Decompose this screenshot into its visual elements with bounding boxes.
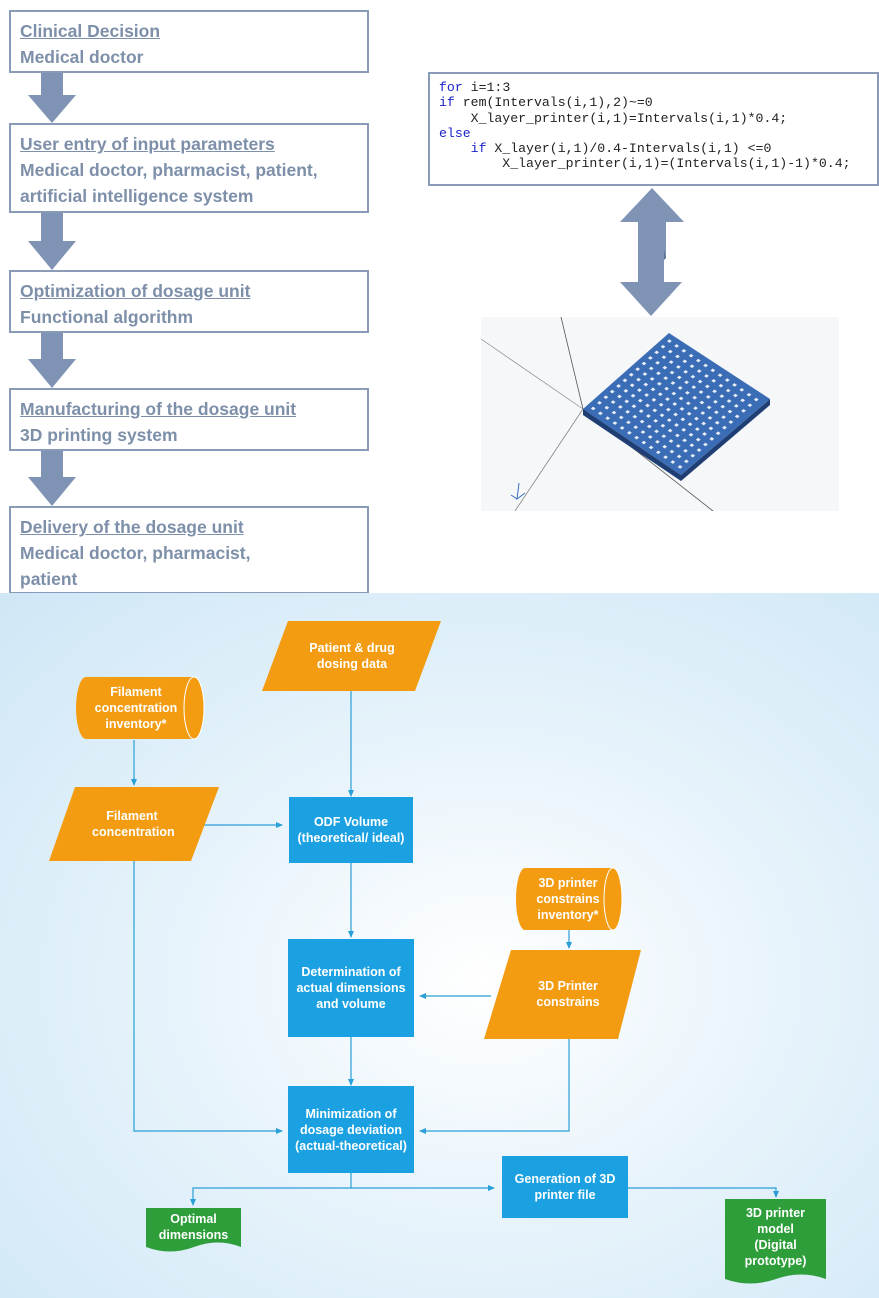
filament-inventory-storage [76,676,205,740]
determination-label: Determination of actual dimensions and v… [296,965,406,1011]
flowchart-shapes [49,621,826,1284]
printer-inventory-storage [516,867,623,931]
optimal-label-wrap: Optimal dimensions [146,1209,241,1245]
connector-lines [131,691,779,1206]
down-arrow-icon [28,73,76,123]
step-delivery: Delivery of the dosage unit Medical doct… [9,506,369,594]
step-subtitle: Medical doctor, pharmacist, patient [20,543,251,589]
odf-volume-box: ODF Volume (theoretical/ ideal) [289,797,413,863]
code-line: if X_layer(i,1)/0.4-Intervals(i,1) <=0 [439,141,772,157]
step-subtitle: 3D printing system [20,425,178,445]
code-line: X_layer_printer(i,1)=(Intervals(i,1)-1)*… [439,156,851,172]
generation-label: Generation of 3D printer file [514,1172,616,1202]
odf-volume-label: ODF Volume (theoretical/ ideal) [297,815,405,845]
step-subtitle: Medical doctor, pharmacist, patient, art… [20,160,318,206]
printer-inventory-label-wrap: 3D printer constrains inventory* [520,870,616,928]
step-user-entry: User entry of input parameters Medical d… [9,123,369,213]
code-line: for i=1:3 [439,80,511,95]
filament-concentration-label: Filament concentration [92,809,175,839]
code-line: else [439,125,471,141]
model-label: 3D printer model (Digital prototype) [744,1206,807,1268]
filament-concentration-input [49,787,219,861]
down-arrow-icon [28,333,76,388]
determination-box: Determination of actual dimensions and v… [288,939,414,1037]
patient-data-label: Patient & drug dosing data [309,641,395,671]
printer-constrains-label: 3D Printer constrains [536,979,600,1009]
step-title: Optimization of dosage unit [20,281,251,301]
step-subtitle: Functional algorithm [20,307,194,327]
code-line: if rem(Intervals(i,1),2)~=0 [439,95,653,111]
filament-concentration-label-wrap: Filament concentration [70,793,194,855]
optimal-label: Optimal dimensions [158,1212,229,1242]
step-title: Manufacturing of the dosage unit [20,399,297,419]
model-label-wrap: 3D printer model (Digital prototype) [725,1200,826,1274]
grid-lattice-render [481,317,770,511]
patient-data-label-wrap: Patient & drug dosing data [290,626,414,686]
code-line: X_layer_printer(i,1)=Intervals(i,1)*0.4; [439,110,788,126]
optimal-dimensions-output [146,1208,241,1252]
code-panel: for i=1:3 if rem(Intervals(i,1),2)~=0 X_… [428,72,879,186]
step-optimization: Optimization of dosage unit Functional a… [9,270,369,333]
printer-constrains-label-wrap: 3D Printer constrains [510,963,626,1025]
3d-model-render [481,317,839,511]
step-manufacturing: Manufacturing of the dosage unit 3D prin… [9,388,369,451]
minimization-box: Minimization of dosage deviation (actual… [288,1086,414,1173]
down-arrow-icon [28,451,76,506]
printer-model-output [725,1199,826,1284]
printer-constrains-input [484,950,641,1039]
filament-inventory-label: Filament concentration inventory* [94,685,178,731]
printer-inventory-label: 3D printer constrains inventory* [536,876,600,922]
step-title: User entry of input parameters [20,134,275,154]
down-arrow-icon [28,213,76,270]
step-clinical-decision: Clinical Decision Medical doctor [9,10,369,73]
patient-data-input [262,621,441,691]
generation-box: Generation of 3D printer file [502,1156,628,1218]
step-title: Clinical Decision [20,21,161,41]
step-title: Delivery of the dosage unit [20,517,244,537]
step-subtitle: Medical doctor [20,47,144,67]
minimization-label: Minimization of dosage deviation (actual… [295,1106,407,1153]
bidirectional-arrow-icon [620,188,684,316]
algorithm-flowchart-panel: ODF Volume (theoretical/ ideal) Determin… [0,593,879,1298]
filament-inventory-label-wrap: Filament concentration inventory* [84,679,188,737]
